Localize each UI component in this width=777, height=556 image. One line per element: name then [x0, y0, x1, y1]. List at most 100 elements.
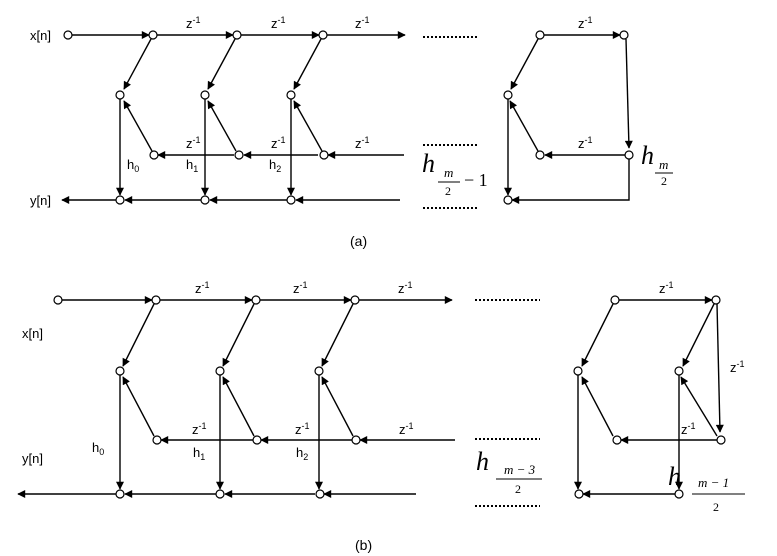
b-diag-down-3 — [581, 303, 614, 367]
diagram-b-nodes — [53, 295, 726, 499]
a-output-node — [115, 195, 125, 205]
b-adder-node — [115, 366, 125, 376]
b-node — [350, 295, 360, 305]
a-node — [619, 30, 629, 40]
a-out-return — [511, 159, 630, 204]
a-diag-up-3 — [509, 100, 539, 152]
b-diag-up-1 — [222, 376, 255, 437]
b-coef-h0: h0 — [92, 440, 104, 457]
a-diag-down-0 — [123, 38, 152, 90]
a-diag-down-2 — [293, 38, 322, 90]
a-node — [148, 30, 158, 40]
a-output-node — [503, 195, 513, 205]
svg-text:h: h — [422, 149, 435, 178]
b-node — [612, 435, 622, 445]
svg-text:m: m — [659, 157, 668, 172]
svg-text:2: 2 — [661, 174, 667, 188]
b-diag-down-2 — [321, 303, 354, 367]
b-node — [151, 295, 161, 305]
diagram-a-nodes — [63, 30, 634, 205]
svg-text:h: h — [476, 447, 489, 476]
diagram-b-labels: x[n] y[n] z-1 z-1 z-1 z-1 z-1 z-1 z-1 z-… — [22, 280, 745, 553]
b-output-node — [574, 489, 584, 499]
b-node — [351, 435, 361, 445]
a-node — [149, 150, 159, 160]
b-delay-label: z-1 — [293, 280, 308, 296]
svg-text:2: 2 — [515, 482, 521, 496]
a-output-label: y[n] — [30, 193, 51, 208]
a-delay-label: z-1 — [355, 15, 370, 31]
b-node — [711, 295, 721, 305]
b-right-vertical — [715, 303, 724, 433]
b-output-label: y[n] — [22, 451, 43, 466]
b-node — [610, 295, 620, 305]
diagram-b — [17, 296, 724, 507]
a-delay-label: z-1 — [271, 15, 286, 31]
a-diag-up-0 — [123, 100, 153, 152]
a-coef-end: h m 2 — [641, 141, 673, 188]
a-diag-up-2 — [293, 100, 323, 152]
a-adder-node — [286, 90, 296, 100]
b-diag-up-3 — [581, 376, 614, 437]
b-caption: (b) — [355, 537, 372, 553]
a-diag-up-1 — [207, 100, 237, 152]
svg-text:m − 3: m − 3 — [504, 462, 536, 477]
a-node — [535, 150, 545, 160]
svg-text:h: h — [668, 462, 681, 491]
a-diag-down-3 — [510, 38, 539, 90]
svg-text:m − 1: m − 1 — [698, 475, 729, 490]
a-right-vertical — [624, 38, 633, 149]
b-adder-node — [674, 366, 684, 376]
a-delay-label: z-1 — [186, 15, 201, 31]
b-output-node — [215, 489, 225, 499]
a-delay-label: z-1 — [271, 135, 286, 151]
a-input-label: x[n] — [30, 28, 51, 43]
a-node — [234, 150, 244, 160]
b-delay-label: z-1 — [659, 280, 674, 296]
svg-text:2: 2 — [713, 500, 719, 514]
b-diag-up-4 — [680, 376, 718, 437]
b-delay-label: z-1 — [295, 421, 310, 437]
a-input-node — [63, 30, 73, 40]
a-adder-node — [115, 90, 125, 100]
diagram-a-labels: x[n] y[n] z-1 z-1 z-1 z-1 z-1 z-1 z-1 z-… — [30, 15, 673, 249]
b-delay-label: z-1 — [192, 421, 207, 437]
b-delay-label: z-1 — [399, 421, 414, 437]
b-node — [716, 435, 726, 445]
b-coef-end: h m − 1 2 — [668, 462, 745, 514]
b-adder-node — [314, 366, 324, 376]
svg-text:m: m — [444, 165, 453, 180]
svg-text:2: 2 — [445, 184, 451, 198]
a-delay-label: z-1 — [355, 135, 370, 151]
a-adder-node — [503, 90, 513, 100]
a-adder-node — [200, 90, 210, 100]
a-coef-h1: h1 — [186, 157, 198, 174]
b-node — [152, 435, 162, 445]
b-delay-label: z-1 — [730, 359, 745, 375]
b-output-node — [315, 489, 325, 499]
b-diag-up-2 — [321, 376, 354, 437]
b-output-node — [115, 489, 125, 499]
b-input-node — [53, 295, 63, 305]
svg-text:− 1: − 1 — [464, 170, 488, 190]
b-node — [252, 435, 262, 445]
a-node — [535, 30, 545, 40]
b-delay-label: z-1 — [195, 280, 210, 296]
a-output-node — [286, 195, 296, 205]
diagram-a — [61, 31, 633, 209]
b-diag-down-1 — [222, 303, 255, 367]
b-input-label: x[n] — [22, 326, 43, 341]
b-coef-h2: h2 — [296, 445, 308, 462]
b-output-node — [674, 489, 684, 499]
a-coef-mid: h m 2 − 1 — [422, 149, 488, 198]
a-diag-down-1 — [207, 38, 236, 90]
b-delay-label: z-1 — [681, 421, 696, 437]
a-node — [624, 150, 634, 160]
a-delay-label: z-1 — [578, 135, 593, 151]
a-node — [318, 30, 328, 40]
b-diag-down-0 — [122, 303, 155, 367]
b-adder-node — [573, 366, 583, 376]
b-coef-mid: h m − 3 2 — [476, 447, 542, 496]
